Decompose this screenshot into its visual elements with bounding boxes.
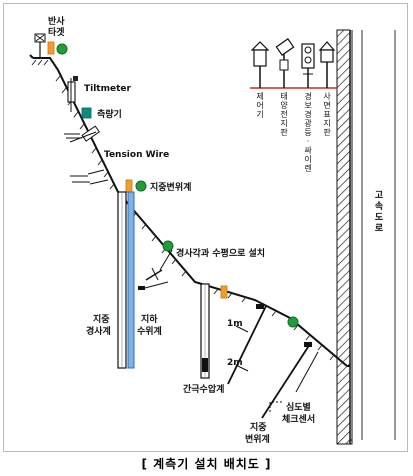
tension-wire-icon (64, 125, 109, 185)
depth-sensor-pointer (269, 401, 282, 412)
reflector-target-icon (34, 33, 68, 58)
retaining-wall (336, 29, 353, 445)
install-note-label: 경사각과 수평으로 설치 (176, 247, 265, 259)
gnss-marker-icon (135, 180, 147, 192)
inclinometer-label-line1: 지중 (93, 313, 110, 325)
highway-lanes (361, 30, 396, 440)
ground-displacement-top-label: 지중변위계 (150, 181, 191, 193)
displacement-marker-bottom-icon (220, 285, 228, 299)
sign-control-icon (250, 41, 270, 88)
inclined-sensor-icon (138, 240, 174, 290)
survey-instrument-label: 측량기 (97, 108, 122, 120)
depth-sensor-label-line1: 심도별 (286, 401, 311, 413)
water-gauge-borehole (127, 191, 135, 369)
tiltmeter-icon (67, 76, 78, 112)
ground-displacement-bottom-line2: 변위계 (245, 433, 270, 445)
diagram-caption: [ 계측기 설치 배치도 ] (141, 457, 272, 471)
piezometer-borehole (200, 283, 210, 379)
depth-sensor-label-line2: 체크센서 (282, 413, 315, 425)
gnss-marker-bottom-icon (287, 316, 299, 328)
survey-instrument-icon (81, 107, 92, 119)
depth-1m-label: 1m (227, 319, 243, 329)
slope-ground (29, 54, 350, 367)
water-gauge-label-line2: 수위계 (137, 325, 162, 337)
reflector-label-line1: 반사 (48, 15, 65, 27)
sign-solar-icon (275, 38, 295, 88)
piezometer-label: 간극수압계 (183, 383, 224, 395)
reflector-label-line2: 타겟 (48, 26, 65, 38)
water-gauge-label-line1: 지하 (141, 313, 158, 325)
displacement-rods (227, 304, 319, 419)
sign-display-icon (318, 41, 336, 88)
ground-displacement-bottom-line1: 지중 (250, 421, 267, 433)
inclinometer-label-line2: 경사계 (86, 325, 111, 337)
inclinometer-borehole (117, 191, 127, 369)
tiltmeter-label: Tiltmeter (84, 84, 131, 94)
diagram-frame (3, 3, 408, 452)
displacement-marker-icon (125, 179, 133, 193)
tension-wire-label: Tension Wire (104, 150, 169, 160)
depth-2m-label: 2m (227, 358, 243, 368)
sign-warning-light-icon (301, 43, 315, 88)
